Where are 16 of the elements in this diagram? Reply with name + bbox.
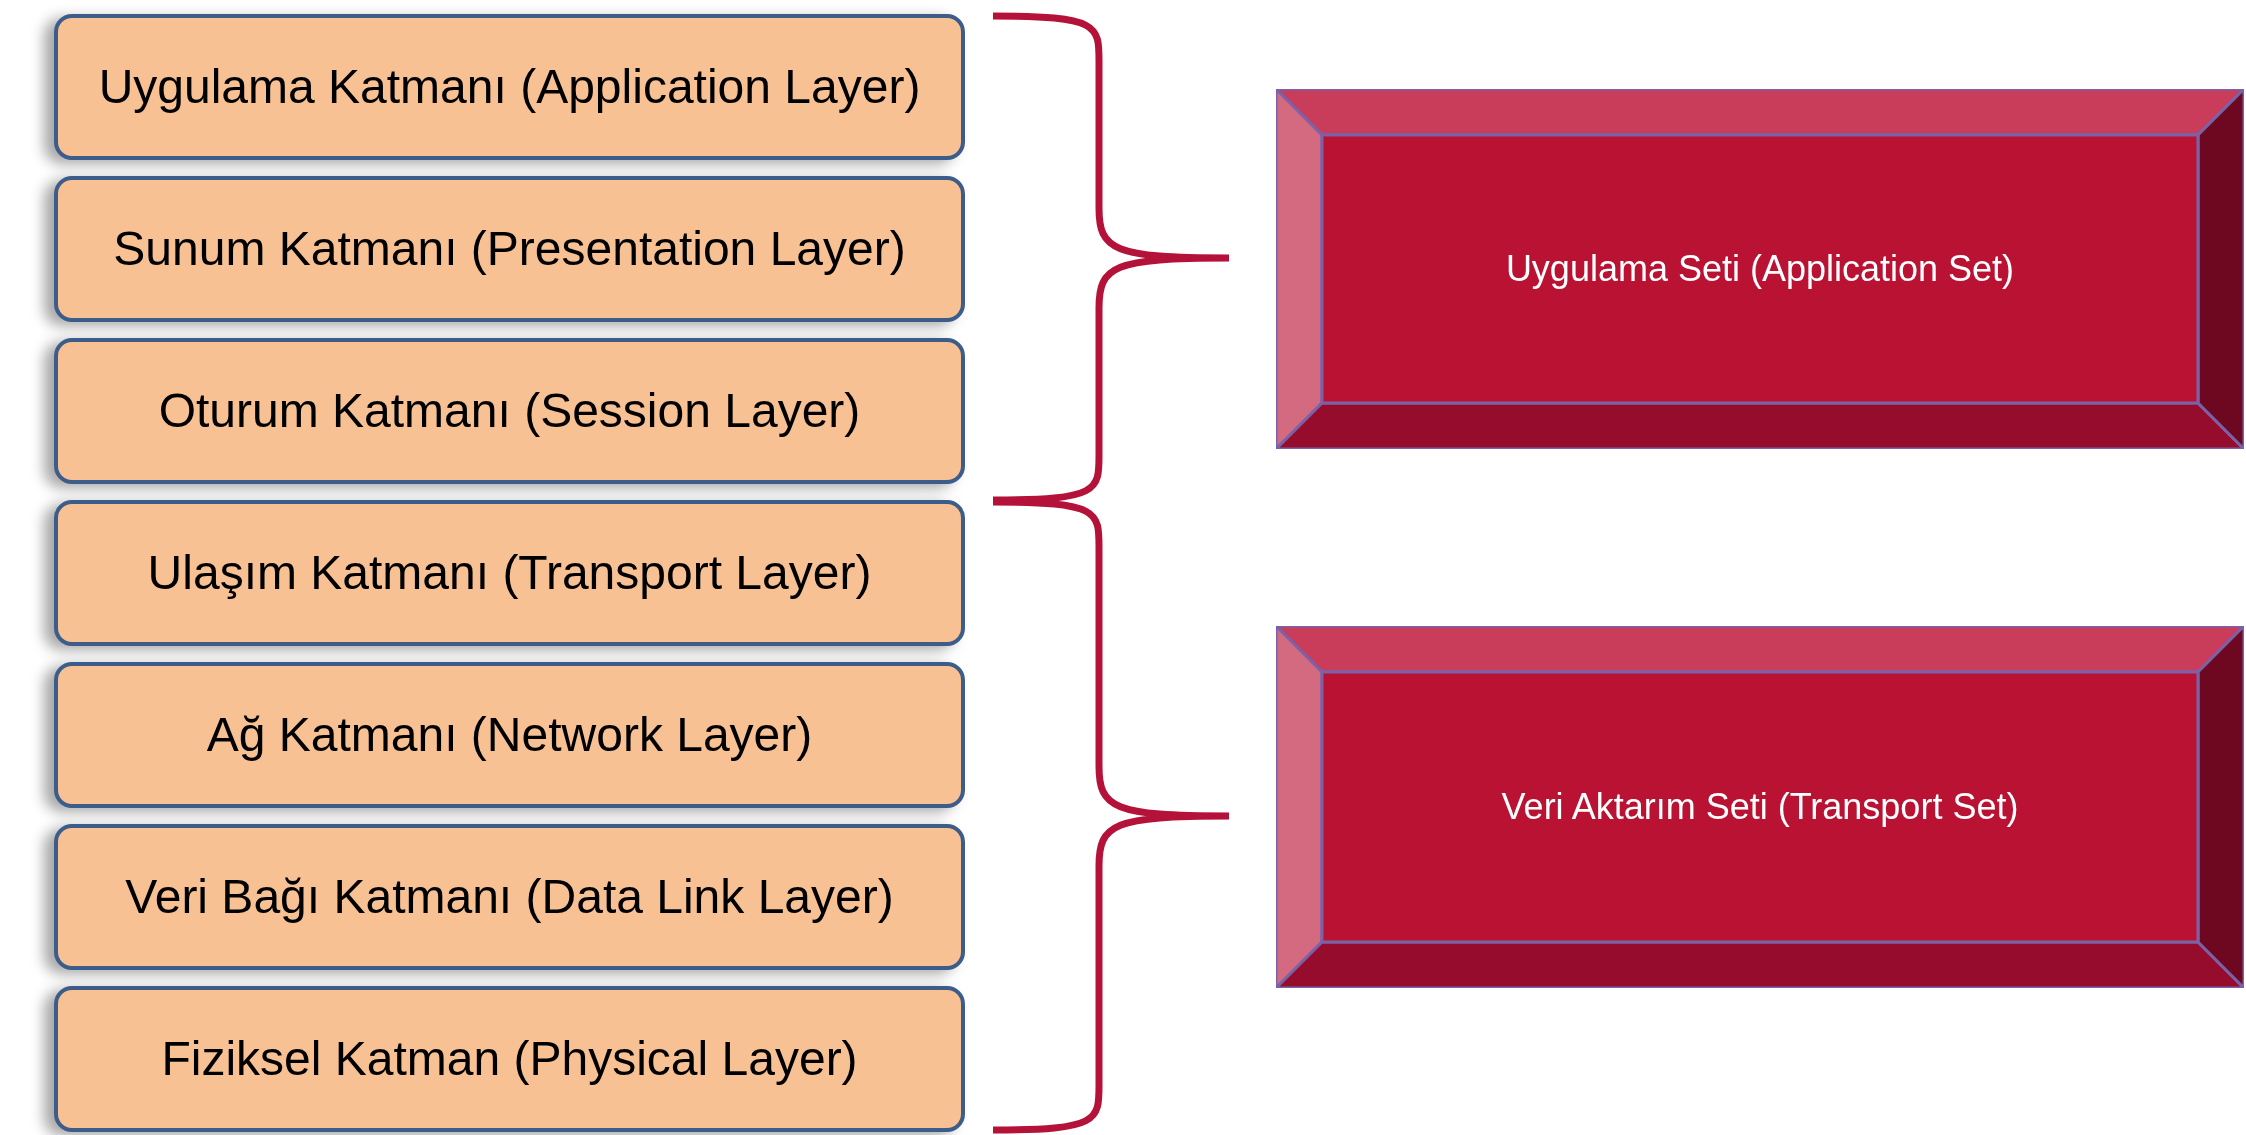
layer-box <box>54 500 965 646</box>
layer-label: Oturum Katmanı (Session Layer) <box>157 383 862 440</box>
layer-label: Ulaşım Katmanı (Transport Layer) <box>146 545 873 602</box>
layer-label: Sunum Katmanı (Presentation Layer) <box>112 221 907 278</box>
layer-box <box>54 662 965 808</box>
layer-box <box>54 176 965 322</box>
layer-box <box>54 824 965 970</box>
layer-box <box>54 14 965 160</box>
set-label: Veri Aktarım Seti (Transport Set) <box>1500 786 2020 828</box>
layer-box <box>54 986 965 1132</box>
set-label: Uygulama Seti (Application Set) <box>1504 248 2016 290</box>
layer-label: Ağ Katmanı (Network Layer) <box>205 707 814 764</box>
layer-label: Veri Bağı Katmanı (Data Link Layer) <box>124 869 895 926</box>
layer-label: Uygulama Katmanı (Application Layer) <box>97 59 922 116</box>
layer-box <box>54 338 965 484</box>
layer-label: Fiziksel Katman (Physical Layer) <box>160 1031 859 1088</box>
